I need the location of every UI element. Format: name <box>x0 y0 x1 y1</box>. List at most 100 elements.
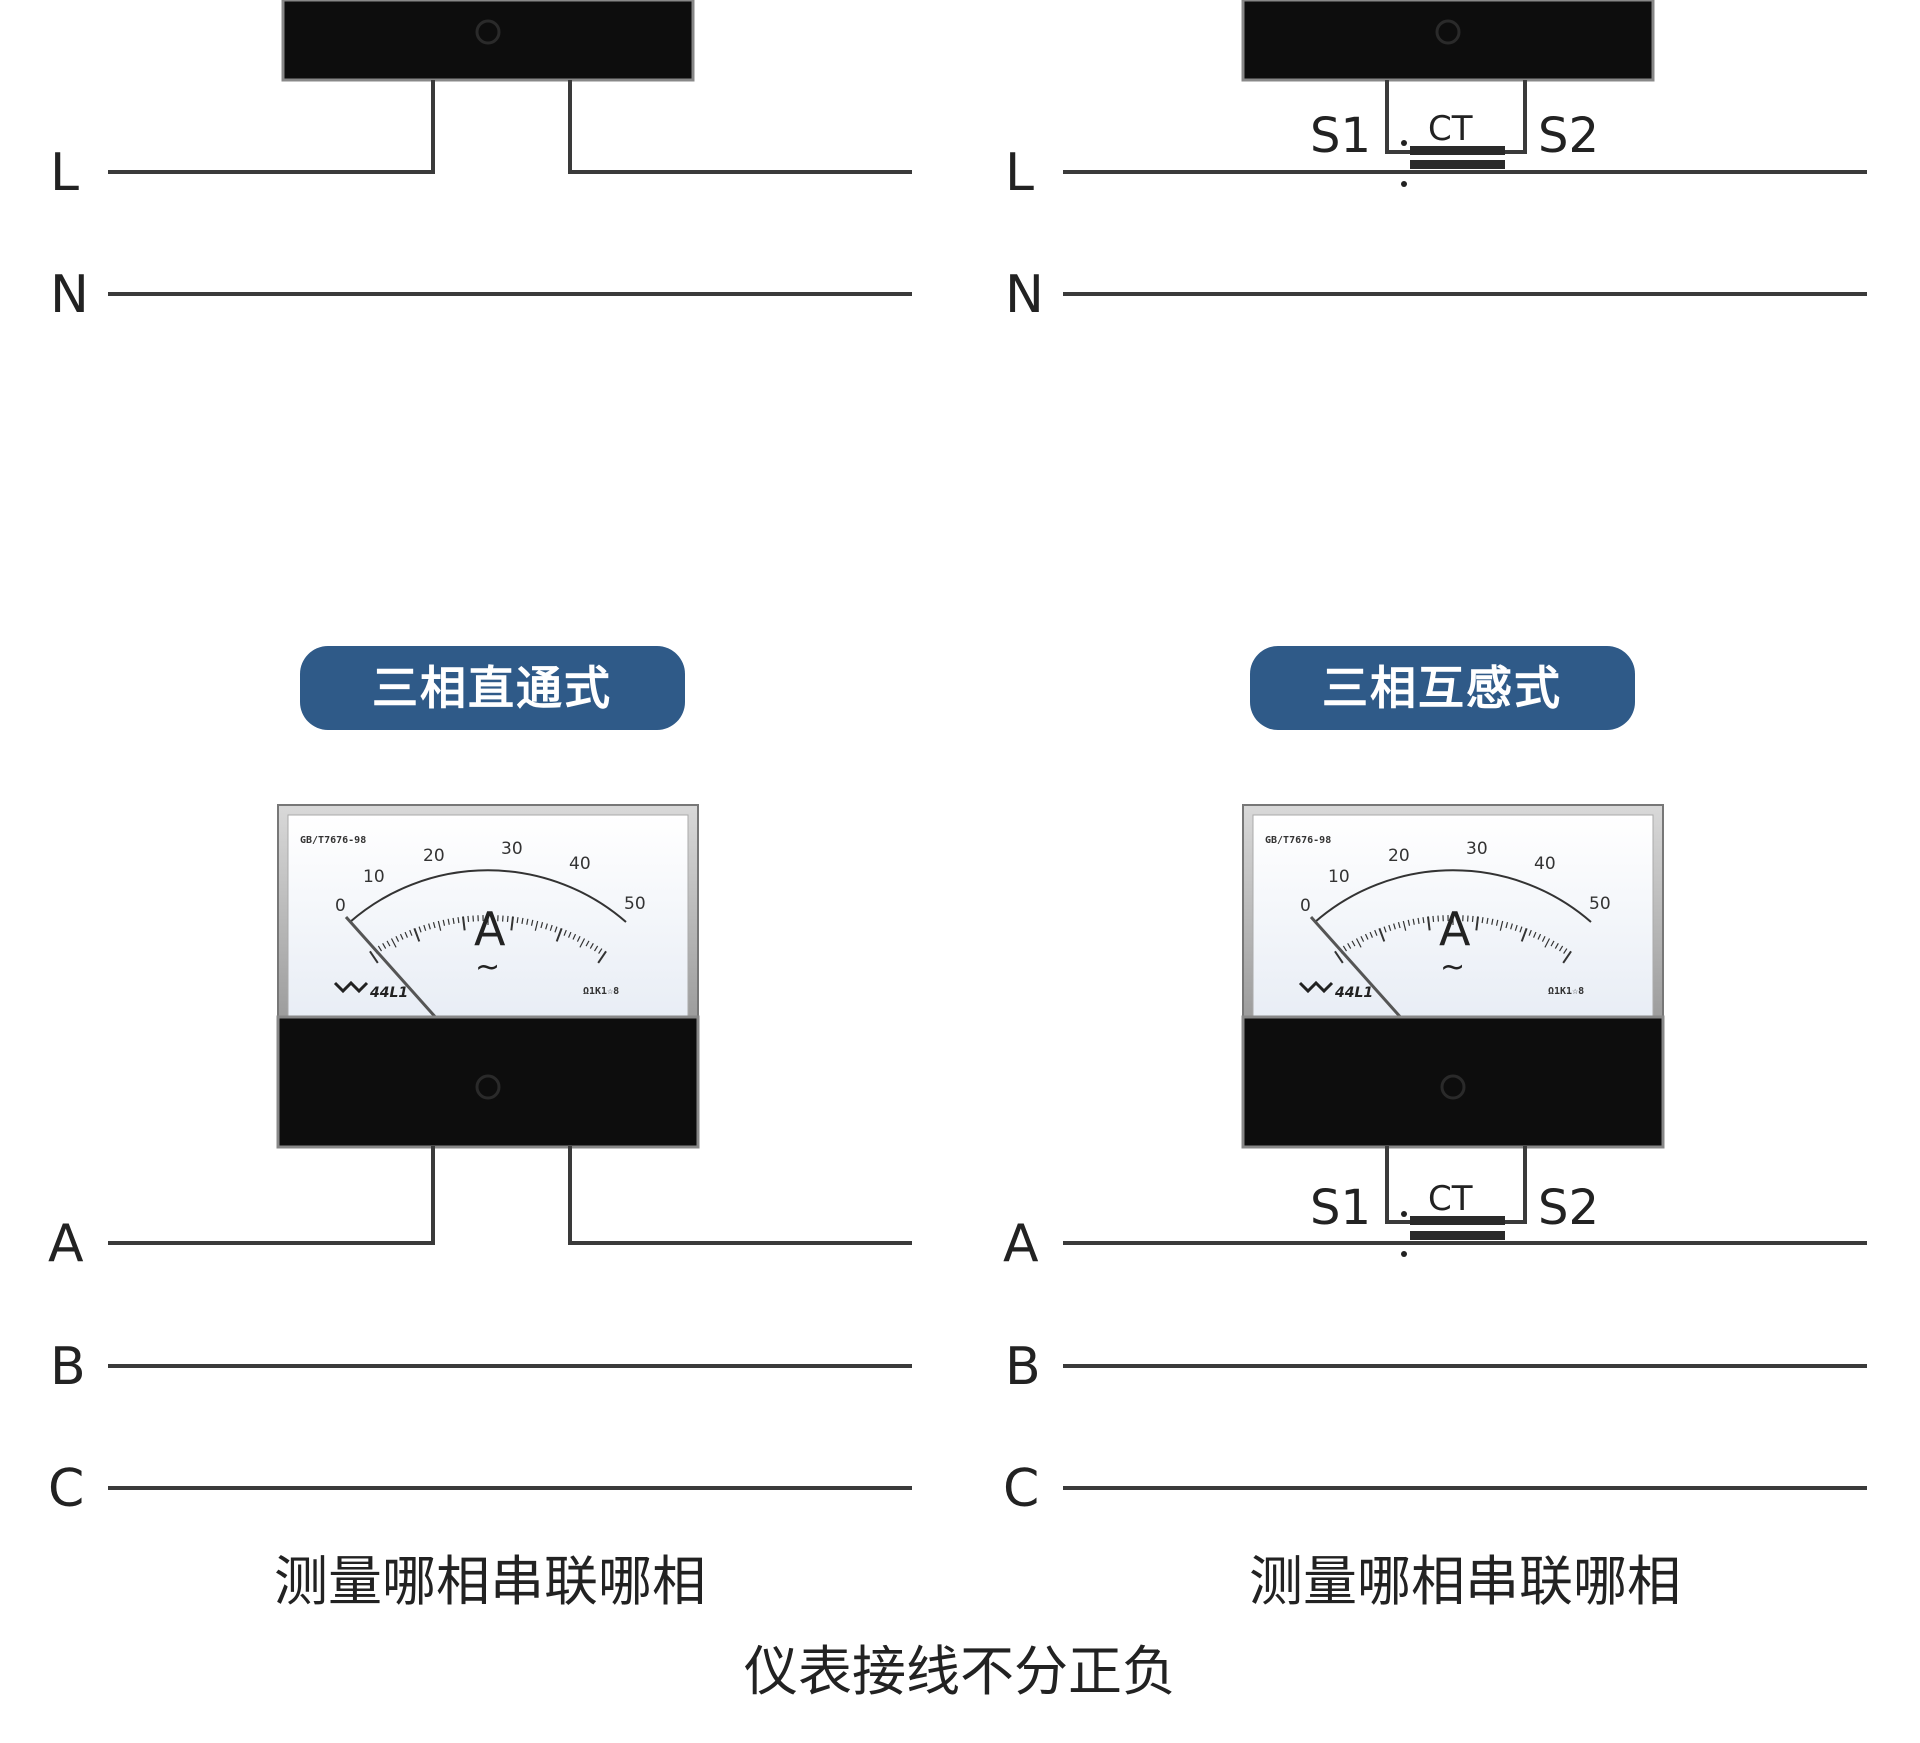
scale-tick <box>1393 923 1396 930</box>
scale-label: 20 <box>1388 846 1410 866</box>
scale-tick <box>399 933 404 940</box>
scale-tick <box>1374 929 1378 936</box>
polarity-dot <box>1401 181 1407 187</box>
scale-tick <box>382 943 387 949</box>
scale-tick <box>585 940 590 947</box>
scale-tick <box>432 922 436 929</box>
scale-label: 10 <box>363 867 385 887</box>
scale-tick <box>1550 940 1555 947</box>
scale-tick <box>1342 945 1348 952</box>
scale-tick <box>579 938 586 948</box>
scale-tick <box>418 926 422 933</box>
scale-tick <box>1417 917 1420 924</box>
scale-tick <box>1510 923 1513 930</box>
wire-out <box>568 80 912 174</box>
ct-core <box>1410 1216 1505 1225</box>
diagram-three-direct: 三相直通式 0 10 20 30 40 50 A ~ GB/T7676-98 4… <box>48 646 912 1613</box>
scale-tick <box>1514 924 1518 931</box>
scale-label: 10 <box>1328 867 1350 887</box>
meter-screw-icon <box>475 1074 501 1100</box>
ammeter: 0 10 20 30 40 50 A ~ GB/T7676-98 44L1 Ω1… <box>1241 804 1665 1149</box>
meter-body <box>281 0 695 82</box>
scale-tick <box>1554 943 1559 949</box>
scale-label: 20 <box>423 846 445 866</box>
scale-tick <box>598 948 603 954</box>
ct-lead <box>1385 80 1412 154</box>
scale-tick <box>409 929 413 936</box>
scale-label: 40 <box>569 854 591 874</box>
scale-tick <box>1412 918 1415 925</box>
meter-base <box>276 1015 700 1149</box>
diagram-single-ct: CT S1 S2 L N <box>1005 0 1867 325</box>
scale-tick <box>404 931 408 938</box>
scale-tick <box>1378 927 1386 942</box>
scale-tick <box>1360 935 1365 942</box>
scale-tick <box>1499 920 1504 931</box>
scale-tick <box>545 923 548 930</box>
scale-ticks <box>1334 915 1572 964</box>
ac-symbol: ~ <box>1440 950 1465 985</box>
line-label: A <box>48 1214 84 1274</box>
polarity-dot <box>1401 1251 1407 1257</box>
diagram-title: 三相互感式 <box>1322 661 1562 715</box>
meter-body <box>1241 0 1655 82</box>
scale-tick <box>516 917 519 924</box>
s2-label: S2 <box>1538 1180 1599 1236</box>
ct-lead <box>1385 1146 1412 1224</box>
scale-tick <box>437 920 442 931</box>
title-pill <box>1250 646 1635 730</box>
scale-tick <box>447 918 450 925</box>
line-label: C <box>48 1459 84 1519</box>
scale-tick <box>457 917 460 924</box>
unit-label: A <box>1439 902 1471 956</box>
scale-tick <box>597 950 607 964</box>
scale-tick <box>576 935 581 942</box>
scale-tick <box>1388 924 1392 931</box>
scale-tick <box>1519 926 1523 933</box>
scale-tick <box>377 945 383 952</box>
scale-tick <box>1432 915 1435 922</box>
scale-label: 30 <box>501 839 523 859</box>
line-label: B <box>50 1337 86 1397</box>
scale-tick <box>506 915 509 922</box>
scale-tick <box>1334 950 1344 964</box>
scale-label: 40 <box>1534 854 1556 874</box>
brand-logo-icon <box>333 980 369 994</box>
ct-label: CT <box>1428 109 1473 149</box>
scale-tick <box>423 924 427 931</box>
scale-tick <box>413 927 421 942</box>
scale-tick <box>526 918 529 925</box>
scale-tick <box>1533 931 1537 938</box>
scale-tick <box>589 943 594 949</box>
needle <box>344 916 440 1021</box>
scale-tick <box>1355 938 1362 948</box>
scale-tick <box>1402 920 1407 931</box>
wire-in <box>108 80 435 174</box>
scale-tick <box>1491 918 1494 925</box>
scale-tick <box>1541 935 1546 942</box>
scale-tick <box>521 917 524 924</box>
line-label: N <box>1005 265 1044 325</box>
scale-tick <box>568 931 572 938</box>
scale-tick <box>1422 917 1425 924</box>
scale-ticks <box>369 915 607 964</box>
scale-tick <box>1471 915 1474 922</box>
footer-note: 仪表接线不分正负 <box>744 1640 1176 1703</box>
class-mark: Ω1K1☆8 <box>1548 986 1584 997</box>
scale-tick <box>1351 940 1356 947</box>
scale-label: 50 <box>624 894 646 914</box>
scale-tick <box>1528 929 1532 936</box>
scale-tick <box>572 933 577 940</box>
title-pill <box>300 646 685 730</box>
scale-tick <box>1562 950 1572 964</box>
scale-tick <box>1544 938 1551 948</box>
scale-tick <box>1537 933 1542 940</box>
polarity-dot <box>1401 140 1407 146</box>
scale-label: 0 <box>335 896 346 916</box>
line-label: C <box>1003 1459 1039 1519</box>
scale-tick <box>1369 931 1373 938</box>
scale-tick <box>1383 926 1387 933</box>
ct-core <box>1410 146 1505 155</box>
scale-arc <box>1314 869 1592 923</box>
